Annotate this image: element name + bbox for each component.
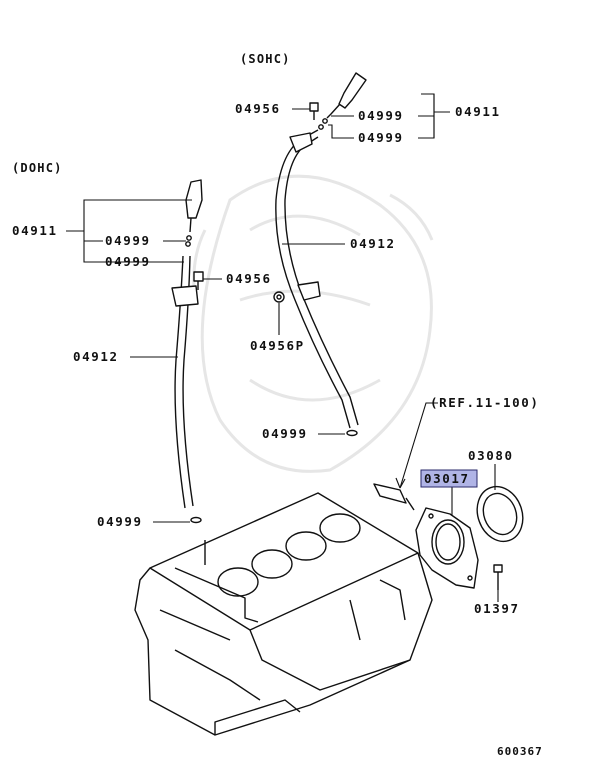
reference-part <box>373 483 415 511</box>
label-sohc-gasket-2: 04999 <box>358 130 404 145</box>
label-sohc-bolt: 04956 <box>235 101 281 116</box>
label-dohc-bolt: 04956 <box>226 271 272 286</box>
label-reference: (REF.11-100) <box>430 395 540 410</box>
label-dohc-gasket-2: 04999 <box>105 254 151 269</box>
cylinder-bore-1 <box>217 567 259 597</box>
label-sohc-dipstick: 04911 <box>455 104 501 119</box>
cylinder-bore-2 <box>251 549 293 579</box>
label-dohc-lower-gasket: 04999 <box>97 514 143 529</box>
watermark-logo <box>192 174 434 473</box>
sohc-bolt-p <box>273 291 285 303</box>
dohc-dipstick-tube <box>171 255 199 509</box>
label-dohc-gasket-1: 04999 <box>105 233 151 248</box>
label-sohc-bolt-p: 04956P <box>250 338 305 353</box>
sohc-header: (SOHC) <box>240 52 291 66</box>
oil-seal-ring <box>476 485 524 543</box>
engine-block <box>134 492 433 736</box>
figure-id: 600367 <box>497 745 543 758</box>
part-highlight <box>420 469 478 488</box>
dohc-bolt <box>193 271 204 290</box>
cylinder-bore-3 <box>285 531 327 561</box>
case-bolt <box>493 564 503 590</box>
sohc-dipstick-handle <box>318 72 367 130</box>
label-dohc-tube: 04912 <box>73 349 119 364</box>
label-dohc-dipstick: 04911 <box>12 223 58 238</box>
dohc-header: (DOHC) <box>12 161 63 175</box>
sohc-bolt <box>309 102 319 120</box>
label-sohc-gasket-1: 04999 <box>358 108 404 123</box>
sohc-lower-gasket <box>346 429 358 437</box>
label-oil-seal: 03080 <box>468 448 514 463</box>
label-sohc-lower-gasket: 04999 <box>262 426 308 441</box>
rear-oil-seal-case <box>415 507 479 589</box>
dohc-lower-gasket <box>190 516 202 524</box>
cylinder-bore-4 <box>319 513 361 543</box>
label-sohc-tube: 04912 <box>350 236 396 251</box>
label-case[interactable]: 03017 <box>424 471 470 486</box>
label-case-bolt: 01397 <box>474 601 520 616</box>
dohc-dipstick-handle <box>185 179 203 247</box>
sohc-dipstick-tube <box>275 129 359 429</box>
